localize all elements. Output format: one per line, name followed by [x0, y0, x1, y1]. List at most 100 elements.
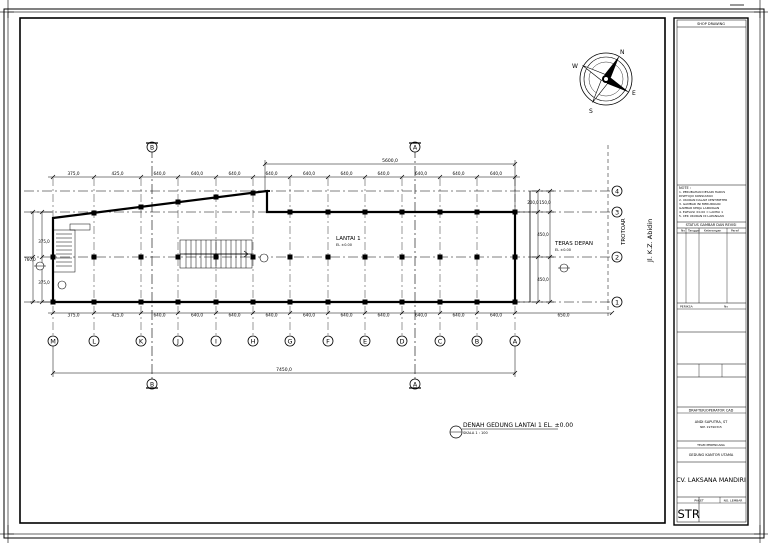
- column-mark: [213, 299, 219, 305]
- grid-label: H: [251, 337, 256, 345]
- tb-note-4: 3. GAMBAR INI MERUPAKAN: [679, 202, 721, 206]
- grid-bubble-k: K: [135, 335, 147, 347]
- column-mark: [437, 254, 443, 260]
- dim-top-overall: 5600,0: [382, 158, 398, 164]
- dimension-tick: [250, 310, 256, 316]
- grid-bubble-row-1: 1: [611, 296, 623, 308]
- column-mark: [138, 204, 144, 210]
- dim-bottom-label: 640,0: [490, 313, 502, 318]
- column-mark: [437, 209, 443, 215]
- column-mark: [91, 299, 97, 305]
- section-markers: B B A A: [146, 141, 421, 390]
- column-mark: [91, 210, 97, 216]
- tb-header: SHOP DRAWING: [697, 22, 725, 26]
- left-stair: [52, 223, 91, 273]
- tb-note-7: 5. CEK UKURAN DI LAPANGAN: [679, 214, 724, 218]
- dimension-tick: [535, 254, 541, 260]
- dim-top-label: 640,0: [415, 171, 427, 176]
- dimension-tick: [512, 310, 518, 316]
- tb-sheet-code-label: PAKET: [694, 499, 704, 503]
- column-mark: [250, 254, 256, 260]
- dimension-tick: [547, 209, 553, 215]
- dim-left-2: 760,0: [24, 257, 36, 262]
- tb-check-label: PERIKSA: [680, 305, 694, 309]
- dim-left-1: 375,0: [38, 239, 50, 244]
- column-mark: [474, 254, 480, 260]
- north-label: N: [620, 49, 625, 56]
- section-marker-b-top: B: [146, 141, 158, 153]
- dimension-tick: [512, 161, 518, 167]
- dim-bottom-label: 640,0: [453, 313, 465, 318]
- tb-rev-col-desc: Keterangan: [704, 229, 721, 233]
- grid-bubble-d: D: [396, 335, 408, 347]
- grid-label: I: [215, 337, 217, 345]
- dim-top-label: 640,0: [378, 171, 390, 176]
- grid-bubble-row-2: 2: [611, 251, 623, 263]
- grid-bubble-f: F: [322, 335, 334, 347]
- dim-bottom-label: 640,0: [341, 313, 353, 318]
- section-marker-b-bottom: B: [146, 378, 158, 390]
- dim-top-label: 640,0: [341, 171, 353, 176]
- column-mark: [362, 209, 368, 215]
- dimension-tick: [39, 209, 45, 215]
- dim-bottom-label: 425,0: [112, 313, 124, 318]
- drawing-title: DENAH GEDUNG LANTAI 1 EL. ±0.00 SKALA 1 …: [449, 422, 573, 439]
- column-mark: [175, 199, 181, 205]
- tb-note-5: GAMBAR KERJA LAPANGAN: [679, 206, 719, 210]
- dimension-tick: [535, 188, 541, 194]
- column-mark: [362, 299, 368, 305]
- dim-top-label: 640,0: [191, 171, 203, 176]
- dimension-tick: [362, 310, 368, 316]
- dimension-tick: [609, 310, 615, 316]
- dimension-tick: [287, 310, 293, 316]
- dimension-tick: [30, 209, 36, 215]
- dimension-tick: [30, 299, 36, 305]
- dimension-tick: [91, 310, 97, 316]
- dim-right-4: 450,0: [537, 277, 549, 282]
- grid-bubble-b: B: [471, 335, 483, 347]
- dimension-tick: [262, 161, 268, 167]
- grid-label: F: [326, 337, 330, 345]
- column-mark: [213, 254, 219, 260]
- column-mark: [287, 209, 293, 215]
- column-mark: [325, 299, 331, 305]
- dim-right-2: 150,0: [539, 200, 551, 205]
- column-mark: [175, 299, 181, 305]
- row-grid-lines: [24, 190, 612, 303]
- west-label: W: [572, 63, 578, 70]
- dim-top-label: 640,0: [229, 171, 241, 176]
- section-marker-a-bottom: A: [409, 378, 421, 390]
- dimension-tick: [30, 254, 36, 260]
- grid-bubble-c: C: [434, 335, 446, 347]
- dim-left-3: 375,0: [38, 280, 50, 285]
- svg-text:B: B: [150, 382, 154, 389]
- dimension-tick: [325, 174, 331, 180]
- grid-label: G: [287, 337, 292, 345]
- tb-discipline: STR: [678, 507, 700, 521]
- grid-label: L: [92, 337, 96, 345]
- dimension-tick: [250, 174, 256, 180]
- dim-bottom-label: 640,0: [266, 313, 278, 318]
- dimension-tick: [138, 310, 144, 316]
- elevation-marker-left: [34, 261, 46, 271]
- column-mark: [474, 209, 480, 215]
- dimension-tick: [512, 370, 518, 376]
- north-arrow-icon: N E S W: [572, 49, 636, 115]
- dimension-tick: [213, 310, 219, 316]
- tb-notes-title: NOTE :: [679, 186, 691, 190]
- dimension-tick: [362, 174, 368, 180]
- column-mark: [399, 254, 405, 260]
- tb-company: CV. LAKSANA MANDIRI: [676, 477, 746, 484]
- grid-label: K: [139, 337, 144, 345]
- tb-note-6: 4. ELEVASI ±0.00 = LANTAI 1: [679, 210, 723, 214]
- dimension-ticks: [30, 161, 615, 376]
- dimension-lines: [30, 160, 612, 377]
- column-mark: [399, 209, 405, 215]
- grid-bubble-row-3: 3: [611, 206, 623, 218]
- dimension-tick: [547, 188, 553, 194]
- dimension-tick: [213, 174, 219, 180]
- tb-rev-col-date: Tanggal: [687, 229, 700, 233]
